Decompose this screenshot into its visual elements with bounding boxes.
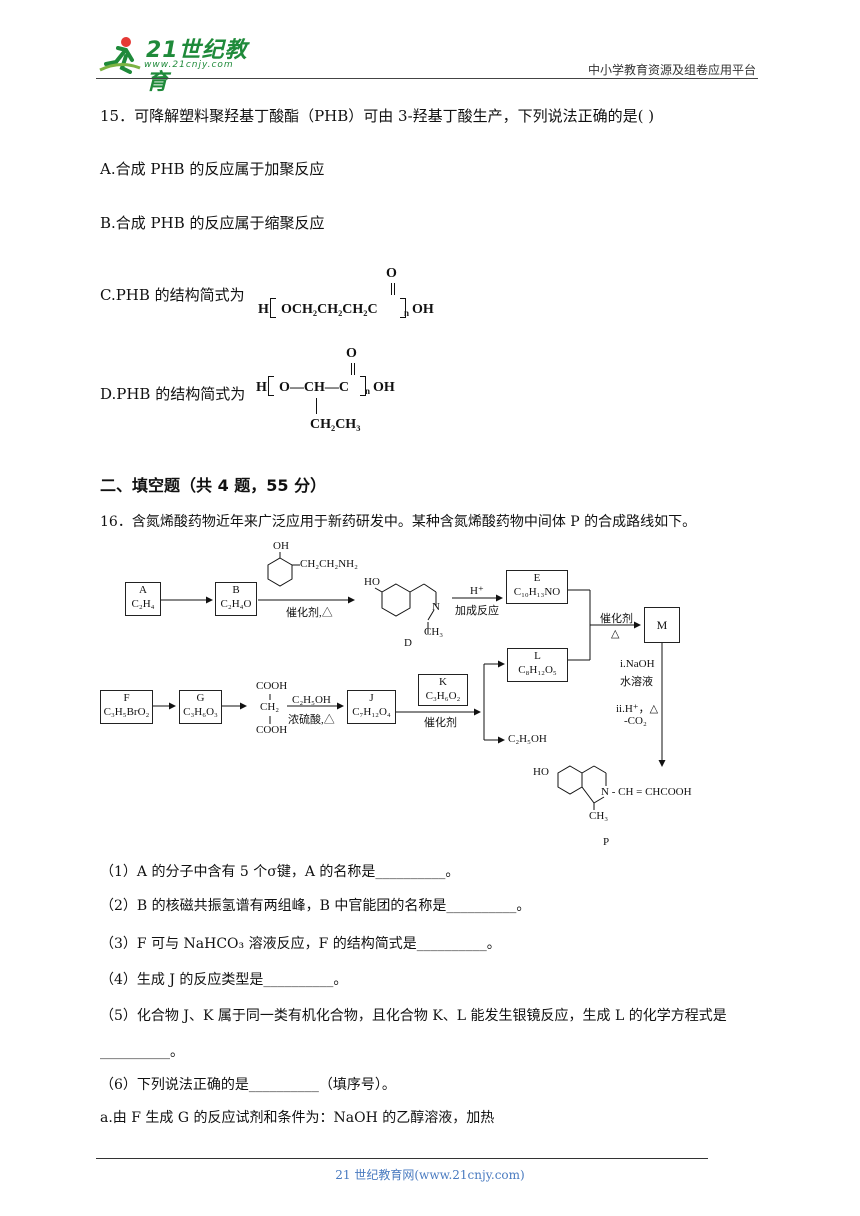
site-logo: 21世纪教育 www.21cnjy.com xyxy=(96,30,266,95)
logo-text: 21世纪教育 xyxy=(146,38,248,95)
compound-m: M xyxy=(644,607,680,643)
ring-d xyxy=(374,583,437,634)
logo-url: www.21cnjy.com xyxy=(144,60,234,70)
q15-stem: 15．可降解塑料聚羟基丁酸酯（PHB）可由 3-羟基丁酸生产，下列说法正确的是(… xyxy=(100,107,655,125)
q15-option-d: D.PHB 的结构简式为 xyxy=(100,385,246,403)
q16-part-2: （2）B 的核磁共振氢谱有两组峰，B 中官能团的名称是__________。 xyxy=(100,898,531,914)
q16-part-5-blank: __________。 xyxy=(100,1044,184,1060)
q16-stem: 16．含氮烯酸药物近年来广泛应用于新药研发中。某种含氮烯酸药物中间体 P 的合成… xyxy=(100,514,697,530)
scheme-lines xyxy=(153,552,666,810)
platform-name: 中小学教育资源及组卷应用平台 xyxy=(587,63,756,77)
q16-part-6: （6）下列说法正确的是__________（填序号）。 xyxy=(100,1077,396,1093)
q15-option-a: A.合成 PHB 的反应属于加聚反应 xyxy=(100,160,325,178)
q15-option-c: C.PHB 的结构简式为 xyxy=(100,286,245,304)
footer-text: 21 世纪教育网(www.21cnjy.com) xyxy=(335,1168,525,1182)
q16-option-a: a.由 F 生成 G 的反应试剂和条件为：NaOH 的乙醇溶液，加热 xyxy=(100,1110,495,1126)
ring-reagent xyxy=(267,552,300,587)
runner-icon xyxy=(99,37,141,74)
q16-part-1: （1）A 的分子中含有 5 个σ键，A 的名称是__________。 xyxy=(100,864,460,880)
q16-part-5: （5）化合物 J、K 属于同一类有机化合物，且化合物 K、L 能发生银镜反应，生… xyxy=(100,1008,727,1024)
footer-divider xyxy=(96,1158,708,1159)
q15-option-b: B.合成 PHB 的反应属于缩聚反应 xyxy=(100,214,325,232)
section-title: 二、填空题（共 4 题，55 分） xyxy=(100,476,327,495)
q16-part-4: （4）生成 J 的反应类型是__________。 xyxy=(100,972,348,988)
ring-p xyxy=(557,765,607,810)
header-divider xyxy=(96,78,758,79)
q16-part-3: （3）F 可与 NaHCO₃ 溶液反应，F 的结构简式是__________。 xyxy=(100,936,501,952)
